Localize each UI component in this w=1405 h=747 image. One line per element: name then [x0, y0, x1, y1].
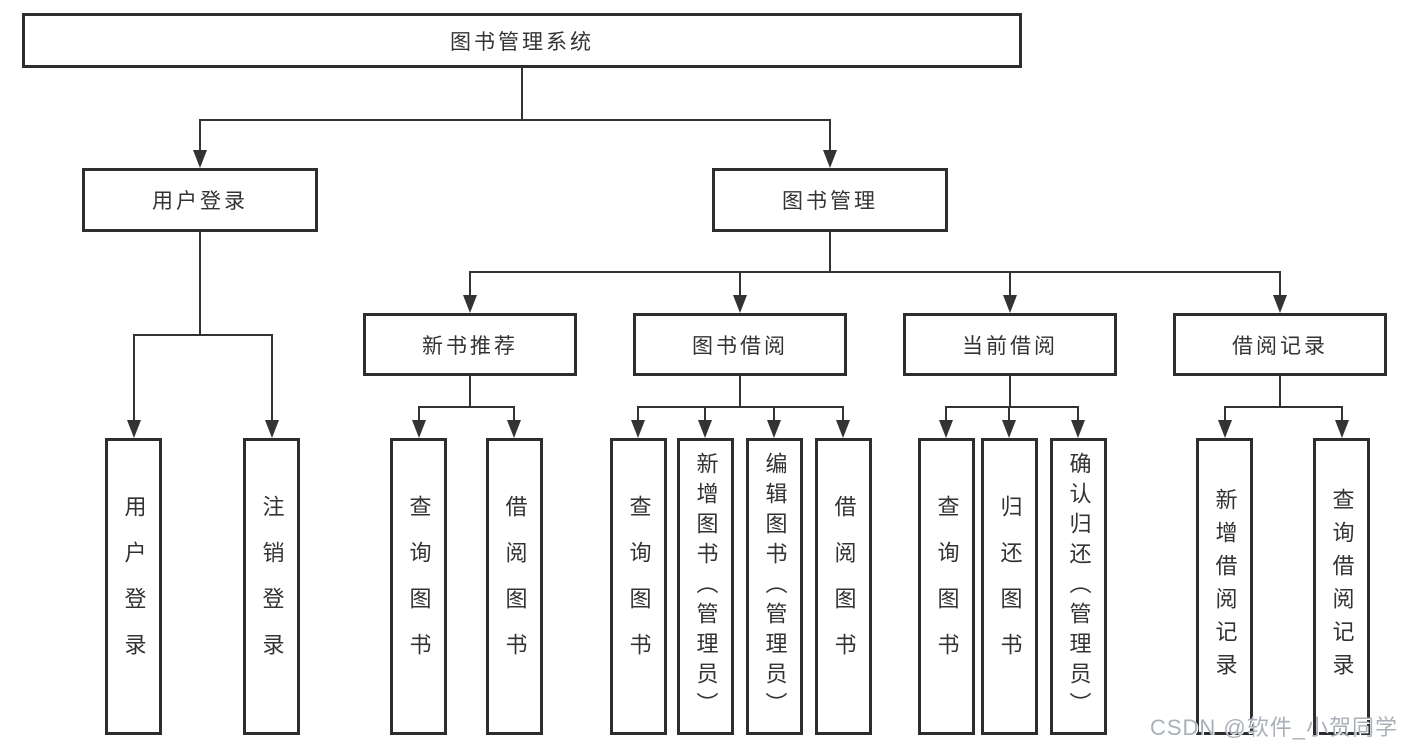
node-library-system: 图书管理系统	[22, 13, 1022, 68]
node-borrow-records: 借阅记录	[1173, 313, 1387, 376]
node-book-management: 图书管理	[712, 168, 948, 232]
node-label: 查询图书	[406, 494, 432, 679]
node-label: 归还图书	[997, 494, 1023, 679]
node-label: 查询借阅记录	[1329, 487, 1355, 686]
node-label: 图书管理系统	[450, 30, 594, 54]
node-current-borrow: 当前借阅	[903, 313, 1117, 376]
leaf-return-books: 归还图书	[981, 438, 1038, 735]
watermark: CSDN @软件_小贺同学	[1149, 715, 1398, 740]
leaf-borrow-books-recommend: 借阅图书	[486, 438, 543, 735]
node-label: 用户登录	[152, 190, 248, 213]
node-label: 用户登录	[121, 494, 147, 679]
leaf-logout: 注销登录	[243, 438, 300, 735]
leaf-add-borrow-record: 新增借阅记录	[1196, 438, 1253, 735]
node-user-login: 用户登录	[82, 168, 318, 232]
node-label: 编辑图书（管理员）	[762, 451, 788, 722]
node-label: 图书借阅	[692, 334, 788, 358]
node-label: 当前借阅	[962, 334, 1058, 358]
node-label: 确认归还（管理员）	[1066, 451, 1092, 722]
leaf-confirm-return-admin: 确认归还（管理员）	[1050, 438, 1107, 735]
node-label: 图书管理	[782, 190, 878, 213]
leaf-query-borrow-record: 查询借阅记录	[1313, 438, 1370, 735]
node-label: 查询图书	[626, 494, 652, 679]
node-label: 注销登录	[259, 494, 285, 679]
leaf-query-books-recommend: 查询图书	[390, 438, 447, 735]
node-label: 新增图书（管理员）	[693, 451, 719, 722]
leaf-add-books-admin: 新增图书（管理员）	[677, 438, 734, 735]
leaf-query-books-current: 查询图书	[918, 438, 975, 735]
arrowhead-icons	[127, 150, 1349, 438]
leaf-query-books-borrow: 查询图书	[610, 438, 667, 735]
node-label: 新增借阅记录	[1212, 487, 1238, 686]
leaf-borrow-books: 借阅图书	[815, 438, 872, 735]
node-book-borrow: 图书借阅	[633, 313, 847, 376]
node-label: 新书推荐	[422, 334, 518, 358]
node-label: 借阅图书	[502, 494, 528, 679]
node-label: 查询图书	[934, 494, 960, 679]
leaf-user-login: 用户登录	[105, 438, 162, 735]
leaf-edit-books-admin: 编辑图书（管理员）	[746, 438, 803, 735]
node-label: 借阅图书	[831, 494, 857, 679]
node-label: 借阅记录	[1232, 334, 1328, 358]
node-new-book-recommend: 新书推荐	[363, 313, 577, 376]
